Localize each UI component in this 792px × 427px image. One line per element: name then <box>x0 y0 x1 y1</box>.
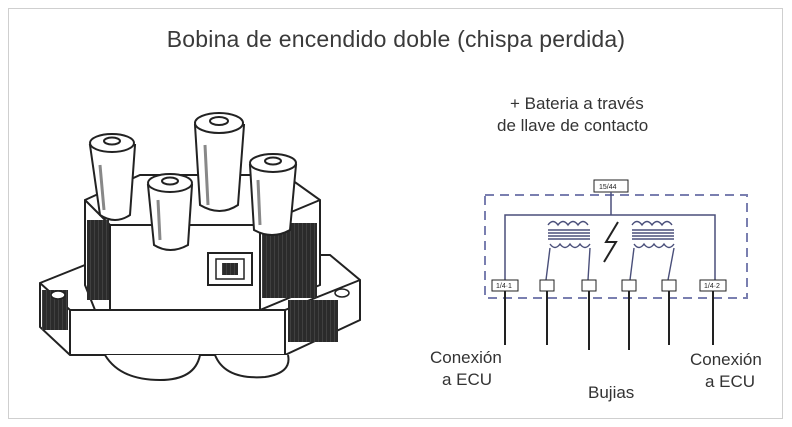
coil-housing-outline <box>484 194 748 299</box>
battery-label-line2: de llave de contacto <box>497 116 649 135</box>
svg-text:15/44: 15/44 <box>599 184 617 191</box>
coil-circuit-diagram: 15/44 1/4·1 1/4·2 <box>484 179 748 350</box>
ecu-left-label-line2: a ECU <box>442 370 493 389</box>
ecu-right-label-line1: Conexión <box>690 350 762 369</box>
svg-text:1/4·2: 1/4·2 <box>704 283 720 290</box>
ecu-left-label-line1: Conexión <box>430 348 502 367</box>
figure-frame <box>8 8 783 419</box>
svg-text:1/4·1: 1/4·1 <box>496 283 512 290</box>
battery-label-line1: + Bateria a través <box>510 94 644 113</box>
spark-plugs-label: Bujias <box>588 383 635 402</box>
figure-title: Bobina de encendido doble (chispa perdid… <box>166 26 626 52</box>
ignition-coil-illustration <box>39 112 361 382</box>
ecu-right-label-line2: a ECU <box>705 372 756 391</box>
